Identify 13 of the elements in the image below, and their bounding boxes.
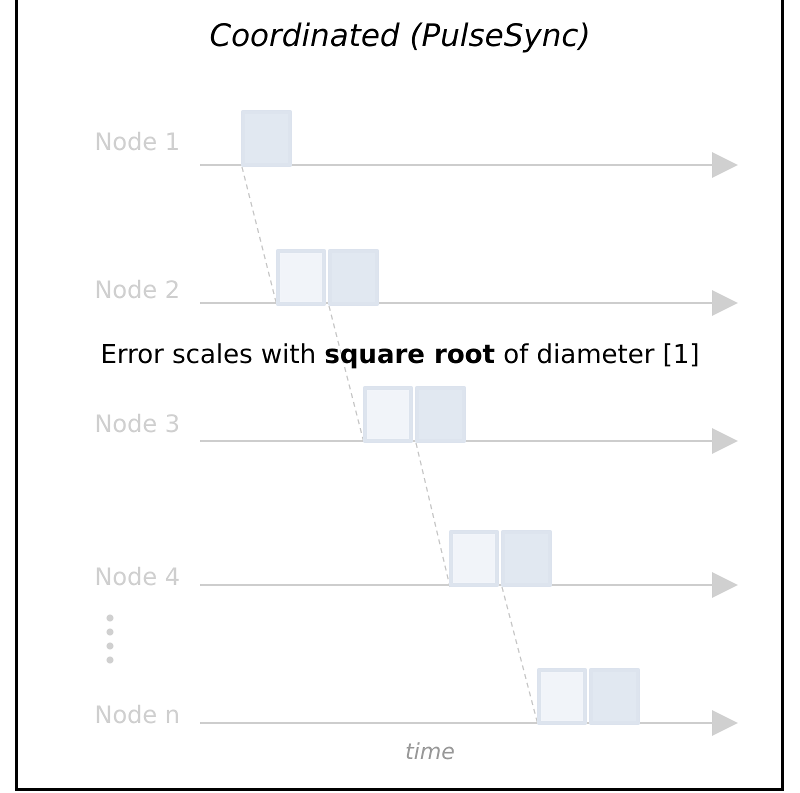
message-box [415,386,466,443]
message-box [589,668,640,725]
diagram-title: Coordinated (PulseSync) [208,18,592,54]
message-box [241,110,292,167]
message-box [276,249,326,306]
message-box [537,668,587,725]
message-box [328,249,379,306]
axis-label: time [405,740,455,765]
message-box [449,530,499,587]
dashed-line [415,442,451,588]
annotation-text: Error scales with square root of diameter [1] [100,340,700,370]
message-box [501,530,552,587]
message-box [363,386,413,443]
